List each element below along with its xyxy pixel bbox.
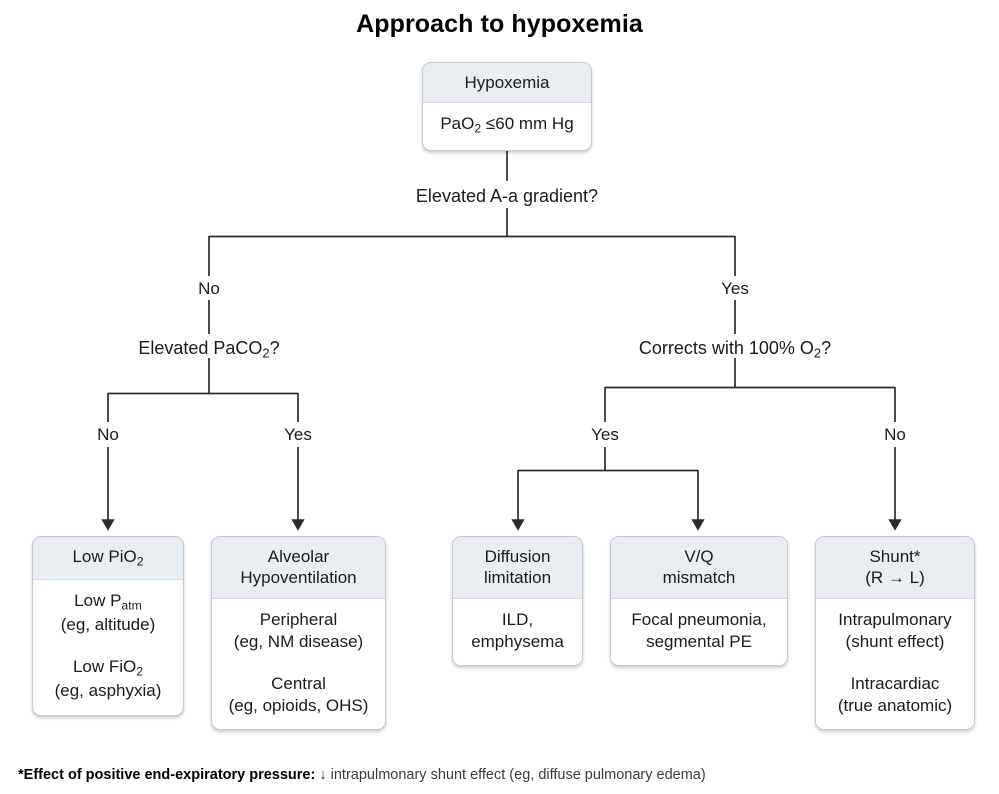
footnote: *Effect of positive end-expiratory press… [18, 766, 983, 784]
edge-label-aa-yes: Yes [721, 279, 749, 298]
edge-label-paco2-yes: Yes [284, 425, 312, 444]
outcome-line: Central [271, 673, 326, 693]
node-low-pio2: Low PiO2 Low Patm (eg, altitude) Low FiO… [32, 536, 184, 716]
node-shunt-body: Intrapulmonary (shunt effect) Intracardi… [816, 598, 974, 729]
outcome-line: Peripheral [259, 609, 338, 629]
outcome-line: (eg, altitude) [60, 615, 156, 635]
node-low-pio2-body: Low Patm (eg, altitude) Low FiO2 (eg, as… [33, 579, 183, 715]
outcome-line: (true anatomic) [837, 695, 953, 715]
outcome-line: (eg, opioids, OHS) [228, 695, 369, 715]
outcome-line: Low FiO2 [72, 657, 144, 679]
outcome-line: Intracardiac [850, 673, 940, 693]
node-shunt: Shunt*(R → L) Intrapulmonary (shunt effe… [815, 536, 975, 730]
node-shunt-header: Shunt*(R → L) [816, 537, 974, 599]
outcome-line: emphysema [471, 631, 564, 651]
outcome-line: (eg, NM disease) [233, 631, 364, 651]
node-low-pio2-header: Low PiO2 [33, 537, 183, 580]
edge-label-aa-no: No [198, 279, 220, 298]
edge-label-paco2-no: No [97, 425, 119, 444]
node-hypoxemia: Hypoxemia PaO2 ≤60 mm Hg [422, 62, 592, 151]
outcome-line: (eg, asphyxia) [54, 681, 162, 701]
node-hypoxemia-criterion: PaO2 ≤60 mm Hg [440, 114, 574, 136]
outcome-line: (shunt effect) [845, 631, 945, 651]
node-alveolar-hypoventilation-body: Peripheral (eg, NM disease) Central (eg,… [212, 598, 385, 729]
outcome-line: segmental PE [646, 631, 752, 651]
outcome-line: ILD, [501, 609, 534, 629]
node-hypoxemia-header: Hypoxemia [423, 63, 591, 104]
outcome-line: Low Patm [74, 590, 142, 613]
node-vq-mismatch-body: Focal pneumonia, segmental PE [611, 598, 787, 665]
footnote-bold-label: *Effect of positive end-expiratory press… [18, 767, 316, 783]
decision-corrects-with-o2: Corrects with 100% O2? [638, 338, 832, 361]
node-diffusion-limitation-body: ILD, emphysema [453, 598, 582, 665]
node-hypoxemia-body: PaO2 ≤60 mm Hg [423, 103, 591, 150]
page-title: Approach to hypoxemia [356, 10, 643, 38]
outcome-line: Intrapulmonary [838, 609, 952, 629]
edge-label-o2-no: No [884, 425, 906, 444]
decision-aa-gradient: Elevated A-a gradient? [415, 186, 599, 206]
footnote-text: ↓ intrapulmonary shunt effect (eg, diffu… [315, 767, 706, 783]
decision-paco2: Elevated PaCO2? [138, 338, 280, 361]
outcome-line: Focal pneumonia, [631, 609, 767, 629]
edge-label-o2-yes: Yes [591, 425, 619, 444]
